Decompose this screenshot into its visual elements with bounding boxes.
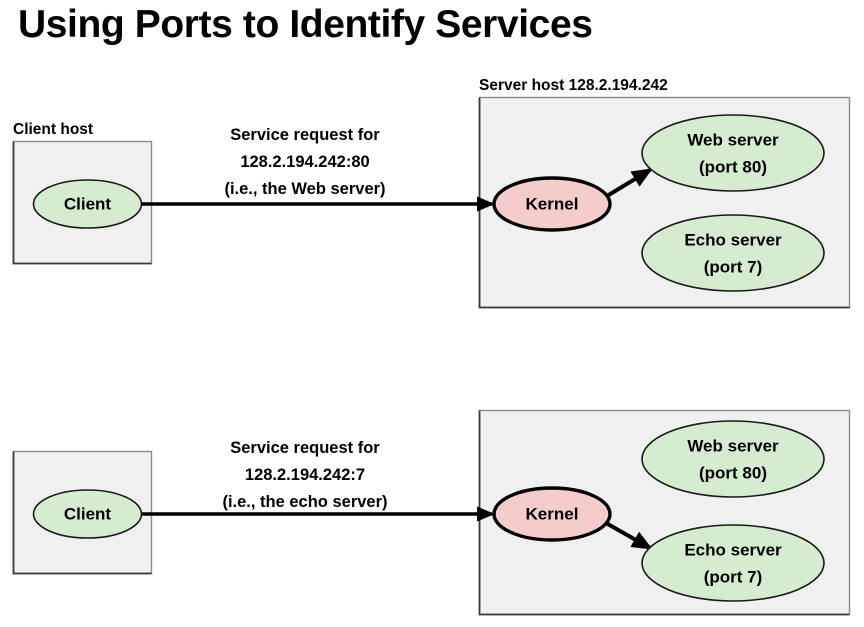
echo-server-ellipse-2-port: (port 7)	[704, 567, 763, 586]
web-server-ellipse-1-name: Web server	[687, 130, 779, 149]
request-caption-1-line-2: 128.2.194.242:80	[240, 153, 369, 171]
echo-server-ellipse-2[interactable]	[641, 524, 825, 602]
client-ellipse-1-label: Client	[64, 194, 112, 213]
web-server-ellipse-2[interactable]	[641, 420, 825, 498]
kernel-ellipse-1[interactable]	[492, 176, 612, 232]
request-caption-2-line-2: 128.2.194.242:7	[245, 466, 365, 484]
request-caption-2-line-3: (i.e., the echo server)	[222, 493, 387, 511]
request-caption-1-line-3: (i.e., the Web server)	[224, 180, 385, 198]
server-host-box-2-edge	[478, 410, 850, 616]
kernel-ellipse-2[interactable]	[492, 486, 612, 542]
kernel-to-echo-server-arrow-2	[605, 521, 653, 550]
client-host-box-1-edge	[12, 141, 152, 265]
echo-server-ellipse-1-port: (port 7)	[704, 257, 763, 276]
server-host-label-1: Server host 128.2.194.242	[479, 77, 668, 94]
kernel-ellipse-2-label: Kernel	[526, 504, 579, 523]
kernel-ellipse-1-label: Kernel	[526, 194, 579, 213]
page-title: Using Ports to Identify Services	[18, 3, 593, 46]
scenario-web-request: Client host Client Server host 128.2.194…	[12, 77, 851, 309]
client-ellipse-2-label: Client	[64, 504, 112, 523]
kernel-to-web-server-arrow-1	[605, 168, 653, 198]
web-server-ellipse-1-port: (port 80)	[699, 157, 767, 176]
scenario-echo-request: Client Service request for 128.2.194.242…	[12, 409, 851, 616]
echo-server-ellipse-1[interactable]	[641, 214, 825, 292]
request-caption-2-line-1: Service request for	[230, 439, 380, 457]
client-host-label-1: Client host	[13, 121, 93, 138]
web-server-ellipse-2-port: (port 80)	[699, 463, 767, 482]
echo-server-ellipse-2-name: Echo server	[684, 540, 782, 559]
client-host-box-2-edge	[12, 451, 152, 575]
echo-server-ellipse-1-name: Echo server	[684, 230, 782, 249]
request-caption-1-line-1: Service request for	[230, 126, 380, 144]
server-host-box-1-edge	[478, 97, 850, 309]
web-server-ellipse-2-name: Web server	[687, 436, 779, 455]
web-server-ellipse-1[interactable]	[641, 114, 825, 192]
